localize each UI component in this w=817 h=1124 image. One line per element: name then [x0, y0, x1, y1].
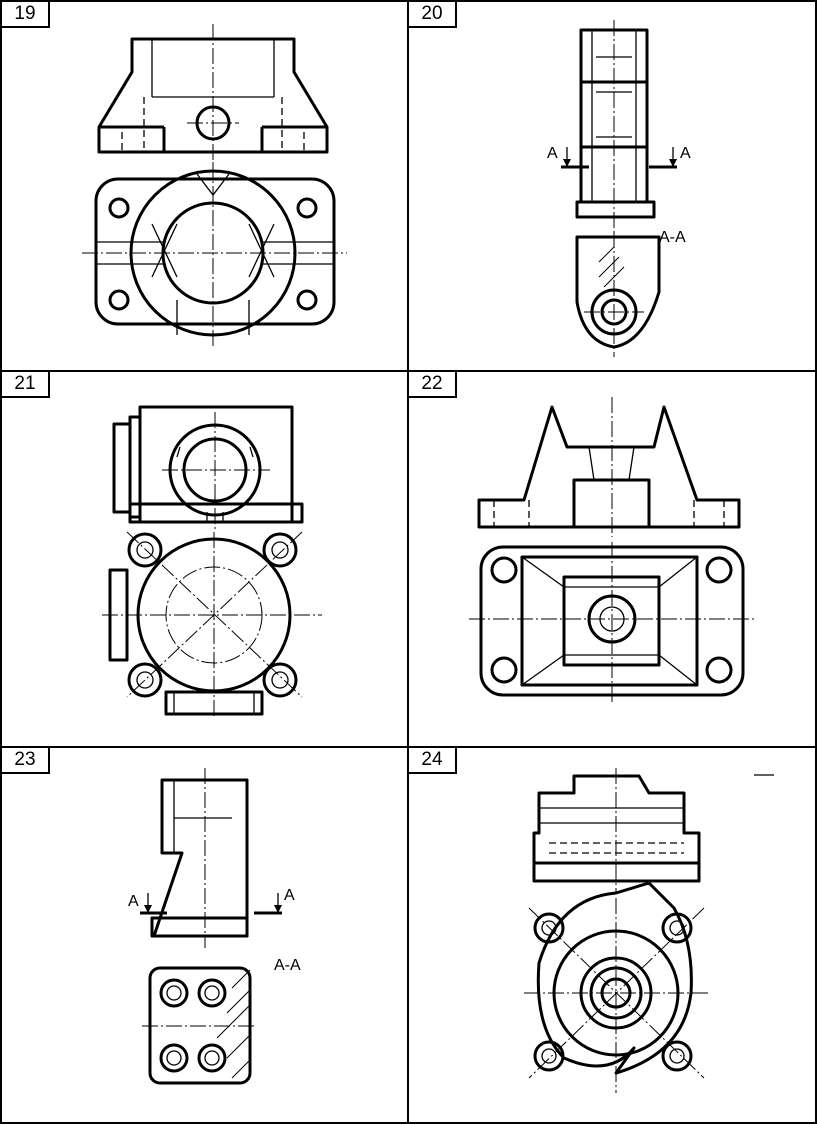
panel-22: 22 [407, 370, 817, 748]
panel-19: 19 [0, 0, 409, 372]
panel-21: 21 [0, 370, 409, 748]
panel-number: 19 [2, 2, 50, 28]
section-label: A-A [274, 957, 301, 974]
section-label: A-A [659, 229, 686, 246]
panel-23: 23 A A A-A [0, 746, 409, 1124]
panel-number: 20 [409, 2, 457, 28]
panel-number: 24 [409, 748, 457, 774]
panel-number: 21 [2, 372, 50, 398]
drawing-20: A A A-A [547, 20, 691, 357]
panel-number: 23 [2, 748, 50, 774]
drawing-19 [82, 24, 347, 347]
cut-label-left: A [128, 893, 139, 910]
panel-number: 22 [409, 372, 457, 398]
panel-20: 20 A A A-A [407, 0, 817, 372]
cut-label-right: A [284, 887, 295, 904]
cut-label-right: A [680, 145, 691, 162]
panel-24: 24 [407, 746, 817, 1124]
drawing-21 [102, 405, 322, 717]
drawing-24 [524, 768, 774, 1093]
drawing-23: A A A-A [128, 768, 301, 1085]
cut-label-left: A [547, 145, 558, 162]
drawing-22 [469, 397, 757, 702]
